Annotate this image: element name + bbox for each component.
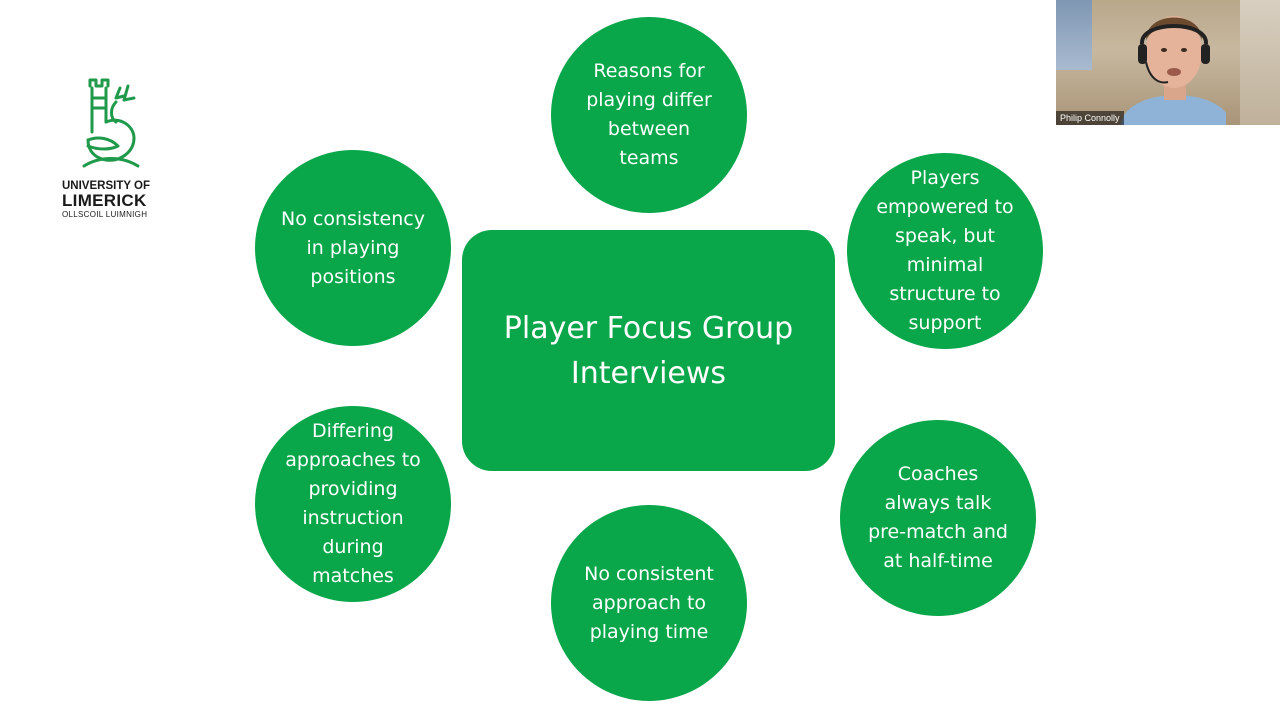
bubble-differing-approaches: Differing approaches to providing instru… <box>255 406 451 602</box>
bubble-coaches-always-talk: Coaches always talk pre-match and at hal… <box>840 420 1036 616</box>
logo-text-limerick: LIMERICK <box>62 191 147 210</box>
participant-name-label: Philip Connolly <box>1056 111 1124 125</box>
webcam-video-tile[interactable]: Philip Connolly <box>1056 0 1280 125</box>
logo-text-ollscoil-luimnigh: OLLSCOIL LUIMNIGH <box>62 210 148 219</box>
bubble-reasons-for-playing: Reasons for playing differ between teams <box>551 17 747 213</box>
bubble-playing-positions: No consistency in playing positions <box>255 150 451 346</box>
bubble-playing-time: No consistent approach to playing time <box>551 505 747 701</box>
background-window <box>1056 0 1092 70</box>
bubble-players-empowered: Players empowered to speak, but minimal … <box>847 153 1043 349</box>
university-logo: UNIVERSITY OF LIMERICK OLLSCOIL LUIMNIGH <box>62 76 166 219</box>
center-title-box: Player Focus Group Interviews <box>462 230 835 471</box>
background-wall <box>1240 0 1280 125</box>
logo-text-university-of: UNIVERSITY OF <box>62 180 150 192</box>
presenter-video-icon <box>1121 16 1226 125</box>
castle-stag-icon <box>82 78 140 168</box>
